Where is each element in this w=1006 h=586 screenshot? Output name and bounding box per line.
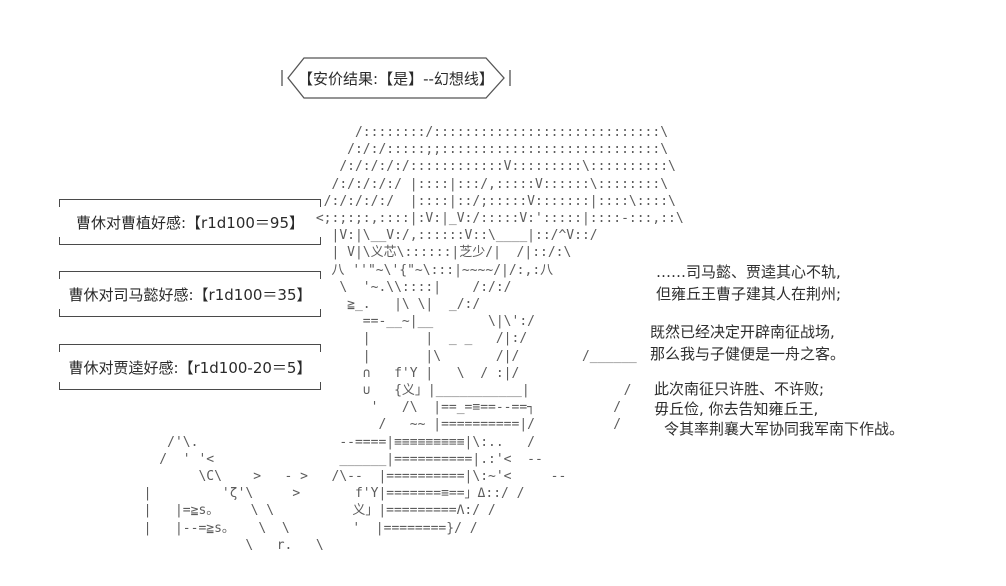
stat-box-caozhi: 曹休对曹植好感:【r1d100＝95】 [59,199,321,245]
ascii-art-character: /::::::::/:::::::::::::::::::::::::::::\… [143,125,684,553]
stat-box-caozhi-label: 曹休对曹植好感:【r1d100＝95】 [75,213,304,232]
dialogue-line: 令其率荆襄大军协同我军南下作战。 [664,420,905,438]
dialogue-block-2: 既然已经决定开辟南征战场, 那么我与子健便是一舟之客。 [650,321,845,365]
dialogue-line: ……司马懿、贾逵其心不轨, [656,263,841,281]
stat-box-simayi: 曹休对司马懿好感:【r1d100＝35】 [59,271,321,317]
dialogue-block-3: 此次南征只许胜、不许败; 毋丘俭, 你去告知雍丘王, 令其率荆襄大军协同我军南下… [654,379,904,439]
dialogue-line: 此次南征只许胜、不许败; [654,380,825,398]
stat-box-jiakui-label: 曹休对贾逵好感:【r1d100-20＝5】 [68,358,312,377]
dialogue-line: 毋丘俭, 你去告知雍丘王, [654,400,819,418]
title-box-border [281,57,511,99]
stat-box-jiakui: 曹休对贾逵好感:【r1d100-20＝5】 [59,344,321,390]
dialogue-block-1: ……司马懿、贾逵其心不轨, 但雍丘王曹子建其人在荆州; [656,261,841,305]
dialogue-line: 那么我与子健便是一舟之客。 [650,345,846,363]
stat-box-simayi-label: 曹休对司马懿好感:【r1d100＝35】 [68,285,312,304]
dialogue-line: 但雍丘王曹子建其人在荆州; [656,285,842,303]
title-box-label: 【安价结果:【是】--幻想线】 [298,69,494,88]
dialogue-line: 既然已经决定开辟南征战场, [650,323,835,341]
